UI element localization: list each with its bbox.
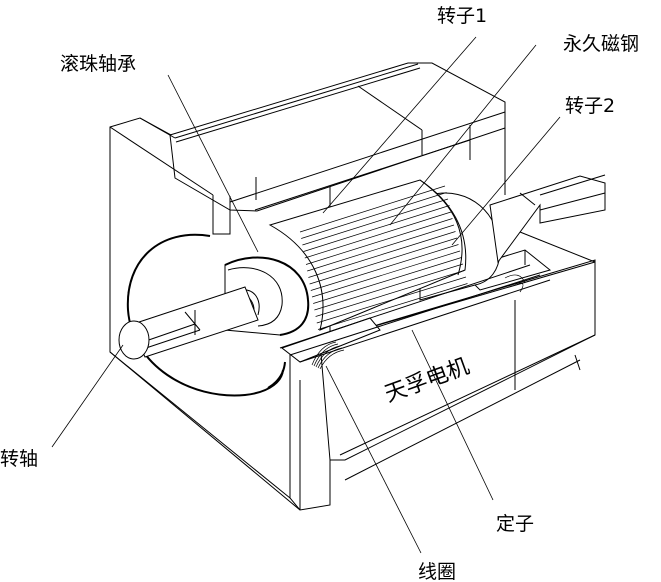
leader-shaft <box>51 344 124 448</box>
lamination-line <box>307 224 455 272</box>
lamination-line <box>301 192 447 239</box>
lamination-line <box>303 205 450 252</box>
lamination-line <box>316 276 467 324</box>
lamination-line <box>315 270 465 317</box>
rotor-laminations <box>299 185 468 330</box>
leader-stator <box>411 329 494 501</box>
leader-ball-bearing <box>167 74 259 253</box>
label-stator: 定子 <box>496 513 534 535</box>
lamination-line <box>311 250 461 298</box>
lamination-line <box>309 237 458 285</box>
leader-rotor2 <box>451 116 561 246</box>
shaft <box>118 286 259 360</box>
lamination-line <box>304 211 452 259</box>
lamination-line <box>317 283 468 330</box>
rotor-assembly <box>268 174 606 331</box>
label-rotor2: 转子2 <box>565 95 615 117</box>
leader-lines <box>51 36 561 554</box>
lamination-line <box>305 218 453 265</box>
lamination-line <box>302 198 449 246</box>
lamination-line <box>310 244 459 291</box>
lamination-line <box>308 231 456 278</box>
leader-rotor1 <box>322 36 477 214</box>
coil-winding <box>279 264 551 370</box>
leader-permanent-magnet <box>389 44 537 226</box>
lamination-line <box>313 257 462 304</box>
label-coil: 线圈 <box>418 561 456 582</box>
lamination-line <box>299 185 446 233</box>
leader-coil <box>325 365 422 554</box>
label-ball-bearing: 滚珠轴承 <box>60 53 136 75</box>
label-rotor1: 转子1 <box>437 5 487 27</box>
label-permanent-magnet: 永久磁钢 <box>563 33 639 55</box>
label-shaft: 转轴 <box>0 448 38 470</box>
lamination-line <box>314 263 464 311</box>
